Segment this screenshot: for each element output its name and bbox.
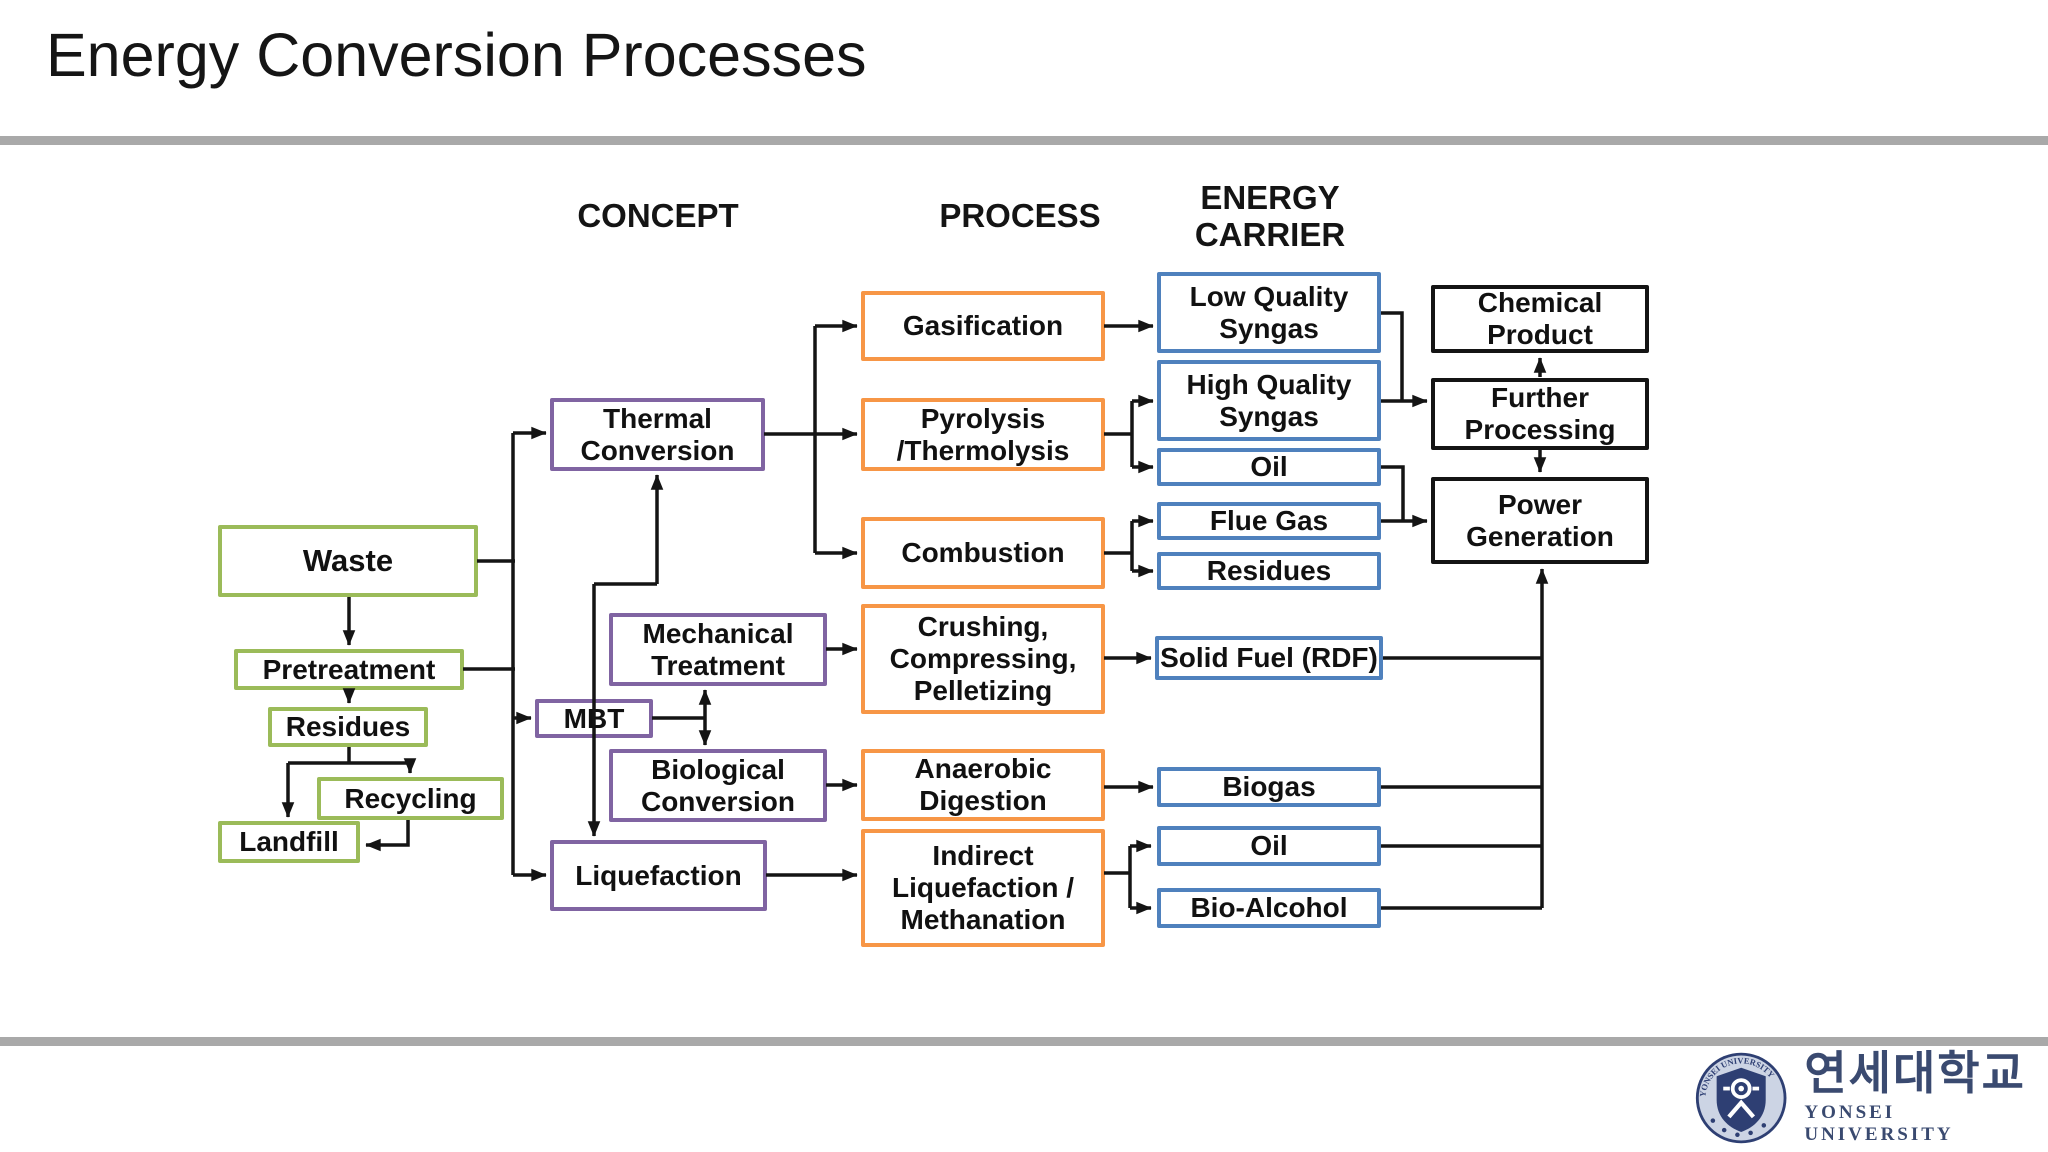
label: Low Quality Syngas bbox=[1189, 280, 1349, 344]
label: Residues bbox=[285, 711, 411, 743]
label: Power Generation bbox=[1466, 488, 1614, 552]
connector-lqs-join bbox=[1381, 311, 1404, 401]
node-mechanical-treatment: Mechanical Treatment bbox=[609, 613, 827, 686]
connector-recycling-landfill bbox=[365, 820, 410, 852]
label: Recycling bbox=[344, 782, 477, 814]
label: Waste bbox=[302, 543, 394, 579]
node-oil-pyrolysis: Oil bbox=[1157, 448, 1381, 486]
node-flue-gas: Flue Gas bbox=[1157, 502, 1381, 540]
node-low-quality-syngas: Low Quality Syngas bbox=[1157, 272, 1381, 353]
label: Biological Conversion bbox=[640, 753, 796, 817]
label: Landfill bbox=[239, 826, 339, 858]
label: Pyrolysis /Thermolysis bbox=[896, 402, 1070, 466]
node-indirect-liquefaction-methanation: Indirect Liquefaction / Methanation bbox=[861, 829, 1105, 947]
connector-oil-join bbox=[1381, 465, 1405, 521]
node-liquefaction: Liquefaction bbox=[550, 840, 767, 911]
label: Flue Gas bbox=[1209, 505, 1329, 537]
label: Liquefaction bbox=[575, 859, 742, 891]
logo-korean-name: 연세대학교 bbox=[1804, 1047, 2026, 1099]
node-anaerobic-digestion: Anaerobic Digestion bbox=[861, 749, 1105, 821]
label: Gasification bbox=[902, 310, 1064, 342]
label: Pretreatment bbox=[262, 653, 436, 685]
node-bio-alcohol: Bio-Alcohol bbox=[1157, 888, 1381, 928]
node-further-processing: Further Processing bbox=[1431, 378, 1649, 450]
node-high-quality-syngas: High Quality Syngas bbox=[1157, 360, 1381, 441]
label: MBT bbox=[563, 702, 625, 734]
label: Combustion bbox=[901, 537, 1065, 569]
node-combustion: Combustion bbox=[861, 517, 1105, 589]
node-solid-fuel-rdf: Solid Fuel (RDF) bbox=[1155, 636, 1383, 680]
logo-text: 연세대학교 YONSEI UNIVERSITY bbox=[1804, 1050, 2048, 1146]
node-crushing-compressing-pelletizing: Crushing, Compressing, Pelletizing bbox=[861, 604, 1105, 714]
label: Oil bbox=[1250, 451, 1288, 483]
bottom-divider bbox=[0, 1037, 2048, 1046]
label: Anaerobic Digestion bbox=[914, 753, 1052, 816]
node-residues-combustion: Residues bbox=[1157, 552, 1381, 590]
node-power-generation: Power Generation bbox=[1431, 477, 1649, 564]
node-biological-conversion: Biological Conversion bbox=[609, 749, 827, 822]
label: Thermal Conversion bbox=[580, 402, 735, 466]
label: Chemical Product bbox=[1477, 287, 1603, 350]
column-header-process: PROCESS bbox=[939, 197, 1101, 234]
node-biogas: Biogas bbox=[1157, 767, 1381, 807]
node-pretreatment: Pretreatment bbox=[234, 649, 464, 690]
label: Crushing, Compressing, Pelletizing bbox=[889, 611, 1077, 706]
label: Solid Fuel (RDF) bbox=[1160, 642, 1378, 674]
page-title: Energy Conversion Processes bbox=[46, 21, 867, 89]
label: Mechanical Treatment bbox=[642, 617, 794, 681]
label: Oil bbox=[1250, 830, 1288, 862]
node-residues-pretreatment: Residues bbox=[268, 707, 428, 747]
node-chemical-product: Chemical Product bbox=[1431, 285, 1649, 353]
column-header-energy-carrier: ENERGY CARRIER bbox=[1194, 179, 1346, 253]
label: Bio-Alcohol bbox=[1190, 892, 1348, 924]
node-pyrolysis-thermolysis: Pyrolysis /Thermolysis bbox=[861, 398, 1105, 471]
node-mbt: MBT bbox=[535, 699, 653, 738]
node-waste: Waste bbox=[218, 525, 478, 597]
column-header-concept: CONCEPT bbox=[577, 197, 739, 234]
label: Residues bbox=[1206, 555, 1332, 587]
label: High Quality Syngas bbox=[1186, 368, 1352, 432]
node-recycling: Recycling bbox=[317, 777, 504, 820]
node-oil-liquefaction: Oil bbox=[1157, 826, 1381, 866]
node-gasification: Gasification bbox=[861, 291, 1105, 361]
label: Further Processing bbox=[1464, 382, 1616, 445]
label: Indirect Liquefaction / Methanation bbox=[892, 840, 1074, 935]
node-landfill: Landfill bbox=[218, 821, 360, 863]
node-thermal-conversion: Thermal Conversion bbox=[550, 398, 765, 471]
university-logo: YONSEI UNIVERSITY 연세대학교 YONSEI UNIVERSIT… bbox=[1694, 1050, 2048, 1146]
top-divider bbox=[0, 136, 2048, 145]
yonsei-seal-icon: YONSEI UNIVERSITY bbox=[1695, 1052, 1787, 1144]
logo-english-name: YONSEI UNIVERSITY bbox=[1804, 1102, 1954, 1145]
label: Biogas bbox=[1222, 771, 1316, 803]
